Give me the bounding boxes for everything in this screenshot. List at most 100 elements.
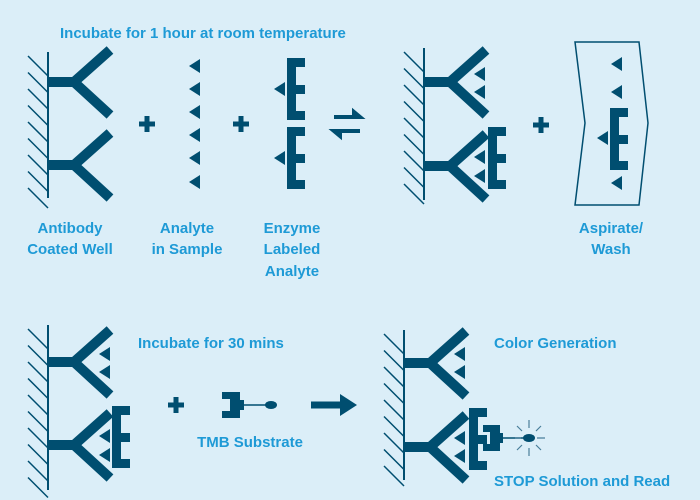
analyte — [474, 150, 485, 164]
analyte — [611, 85, 622, 99]
hatch-line — [27, 377, 49, 400]
well-wall — [27, 325, 49, 499]
wash-container — [574, 41, 649, 206]
hatch-line — [27, 121, 49, 143]
hatch-line — [27, 154, 49, 176]
enzyme — [610, 108, 628, 170]
antibody — [48, 413, 110, 478]
antibody — [404, 415, 466, 480]
analyte — [99, 347, 110, 361]
hatch-line — [27, 71, 49, 94]
hatch-line — [403, 183, 425, 205]
enzyme-labeled-analyte-group — [274, 58, 305, 189]
analyte — [189, 82, 200, 96]
substrate — [483, 425, 503, 451]
enzyme — [488, 127, 506, 189]
glow-rays-icon — [515, 420, 545, 456]
analyte — [611, 57, 622, 71]
enzyme — [287, 127, 305, 189]
analyte — [597, 131, 608, 145]
analyte — [99, 448, 110, 462]
analyte — [274, 151, 285, 165]
analyte — [99, 429, 110, 443]
hatch-line — [27, 104, 49, 127]
hatch-line — [27, 394, 49, 416]
plus-icon — [139, 116, 155, 132]
hatch-line — [27, 410, 49, 433]
analyte — [454, 449, 465, 463]
analyte — [189, 105, 200, 119]
hatch-line — [27, 443, 49, 466]
analyte-group — [189, 59, 200, 189]
hatch-line — [27, 137, 49, 160]
hatch-line — [27, 328, 49, 350]
well-wall — [403, 48, 425, 205]
hatch-line — [27, 361, 49, 383]
hatch-line — [27, 187, 49, 209]
hatch-line — [383, 465, 405, 487]
analyte — [474, 169, 485, 183]
hatch-line — [27, 460, 49, 482]
hatch-line — [403, 51, 425, 73]
analyte — [189, 151, 200, 165]
analyte — [189, 175, 200, 189]
analyte — [611, 176, 622, 190]
enzyme — [112, 406, 130, 468]
step1-title: Incubate for 1 hour at room temperature — [60, 25, 346, 42]
hatch-line — [27, 427, 49, 449]
antibody-coated-well — [27, 50, 110, 209]
analyte — [274, 82, 285, 96]
plus-icon — [233, 116, 249, 132]
antibody — [424, 134, 486, 199]
hatch-line — [403, 100, 425, 123]
signal-dot — [523, 434, 535, 442]
analyte — [454, 347, 465, 361]
hatch-line — [383, 448, 405, 471]
plus-icon — [168, 397, 184, 413]
hatch-line — [403, 117, 425, 139]
hatch-line — [403, 133, 425, 156]
stop-read-label: STOP Solution and Read — [494, 473, 670, 490]
tmb-substrate-icon — [222, 392, 277, 418]
well-wall — [383, 330, 405, 487]
analyte — [189, 59, 200, 73]
hatch-line — [383, 382, 405, 405]
hatch-line — [383, 349, 405, 372]
analyte — [454, 365, 465, 379]
tmb-label: TMB Substrate — [197, 434, 303, 451]
enzyme — [287, 58, 305, 120]
hatch-line — [403, 84, 425, 106]
analyte — [454, 431, 465, 445]
enzyme — [469, 408, 487, 470]
hatch-line — [383, 399, 405, 421]
incubate-30-label: Incubate for 30 mins — [138, 335, 284, 352]
analyte — [99, 365, 110, 379]
plus-icon — [533, 117, 549, 133]
antibody — [424, 50, 486, 115]
hatch-line — [403, 150, 425, 172]
wash-label: Aspirate/Wash — [579, 220, 644, 258]
color-generation-label: Color Generation — [494, 335, 617, 352]
hatch-line — [383, 366, 405, 388]
color-generation-well — [383, 330, 545, 487]
hatch-line — [403, 67, 425, 90]
analyte — [189, 128, 200, 142]
hatch-line — [383, 415, 405, 438]
analyte — [474, 67, 485, 81]
antibody — [404, 331, 466, 396]
well-wall — [27, 52, 49, 209]
equilibrium-arrows-icon — [328, 107, 366, 141]
hatch-line — [27, 344, 49, 367]
incubated-well — [27, 325, 130, 499]
bound-well — [403, 48, 506, 205]
hatch-line — [27, 170, 49, 193]
hatch-line — [383, 432, 405, 454]
arrow-head-icon — [340, 394, 357, 416]
hatch-line — [27, 88, 49, 110]
analyte — [474, 85, 485, 99]
antibody — [48, 50, 110, 115]
